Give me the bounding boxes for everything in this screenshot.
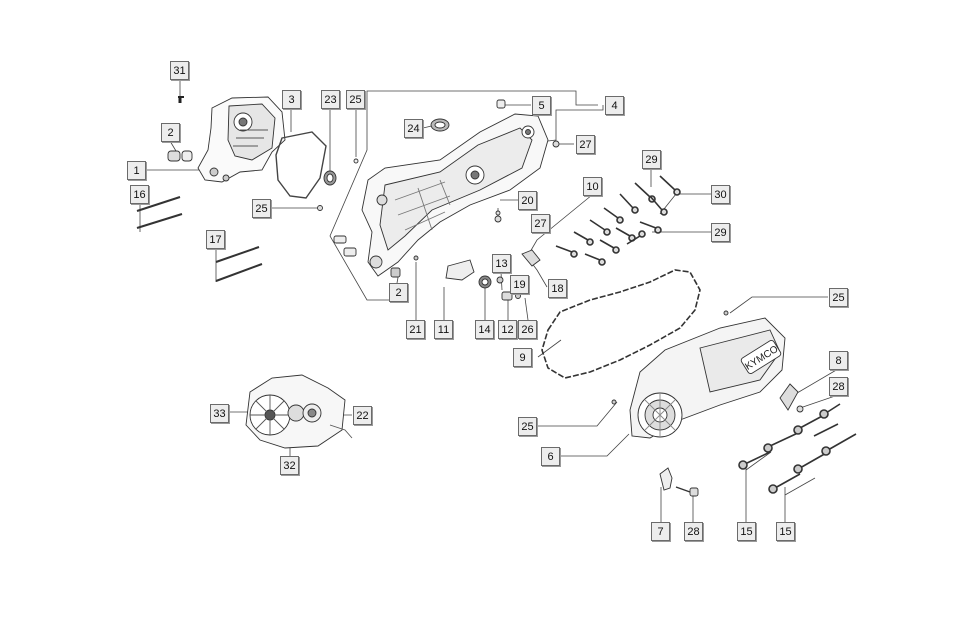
callout-13[interactable]: 13 xyxy=(492,254,511,273)
callout-9[interactable]: 9 xyxy=(513,348,532,367)
callout-26[interactable]: 26 xyxy=(518,320,537,339)
callout-4[interactable]: 4 xyxy=(605,96,624,115)
bolt-set-29-30 xyxy=(555,175,681,266)
callout-27[interactable]: 27 xyxy=(531,214,550,233)
callout-30[interactable]: 30 xyxy=(711,185,730,204)
stud-bolts-16-17 xyxy=(136,196,263,282)
callout-28[interactable]: 28 xyxy=(829,377,848,396)
callout-6[interactable]: 6 xyxy=(541,447,560,466)
callout-22[interactable]: 22 xyxy=(353,406,372,425)
callout-2[interactable]: 2 xyxy=(161,123,180,142)
callout-29[interactable]: 29 xyxy=(711,223,730,242)
callout-1[interactable]: 1 xyxy=(127,161,146,180)
callout-19[interactable]: 19 xyxy=(510,275,529,294)
callout-7[interactable]: 7 xyxy=(651,522,670,541)
callout-24[interactable]: 24 xyxy=(404,119,423,138)
callout-27[interactable]: 27 xyxy=(576,135,595,154)
callout-25[interactable]: 25 xyxy=(346,90,365,109)
callout-25[interactable]: 25 xyxy=(518,417,537,436)
callout-10[interactable]: 10 xyxy=(583,177,602,196)
callout-32[interactable]: 32 xyxy=(280,456,299,475)
inner-cover-drawing xyxy=(245,374,353,449)
callout-25[interactable]: 25 xyxy=(252,199,271,218)
left-crankcase-drawing xyxy=(197,96,286,183)
callout-33[interactable]: 33 xyxy=(210,404,229,423)
callout-8[interactable]: 8 xyxy=(829,351,848,370)
crankcase-cover-drawing: KYMCO xyxy=(629,317,786,439)
callout-20[interactable]: 20 xyxy=(518,191,537,210)
callout-17[interactable]: 17 xyxy=(206,230,225,249)
callout-16[interactable]: 16 xyxy=(130,185,149,204)
callout-15[interactable]: 15 xyxy=(737,522,756,541)
callout-11[interactable]: 11 xyxy=(434,320,453,339)
callout-15[interactable]: 15 xyxy=(776,522,795,541)
bolt-set-15 xyxy=(738,403,857,494)
callout-18[interactable]: 18 xyxy=(548,279,567,298)
callout-21[interactable]: 21 xyxy=(406,320,425,339)
callout-5[interactable]: 5 xyxy=(532,96,551,115)
callout-23[interactable]: 23 xyxy=(321,90,340,109)
right-crankcase-drawing xyxy=(361,113,549,277)
callout-3[interactable]: 3 xyxy=(282,90,301,109)
callout-12[interactable]: 12 xyxy=(498,320,517,339)
callout-29[interactable]: 29 xyxy=(642,150,661,169)
callout-2[interactable]: 2 xyxy=(389,283,408,302)
callout-25[interactable]: 25 xyxy=(829,288,848,307)
callout-31[interactable]: 31 xyxy=(170,61,189,80)
callout-14[interactable]: 14 xyxy=(475,320,494,339)
callout-28[interactable]: 28 xyxy=(684,522,703,541)
